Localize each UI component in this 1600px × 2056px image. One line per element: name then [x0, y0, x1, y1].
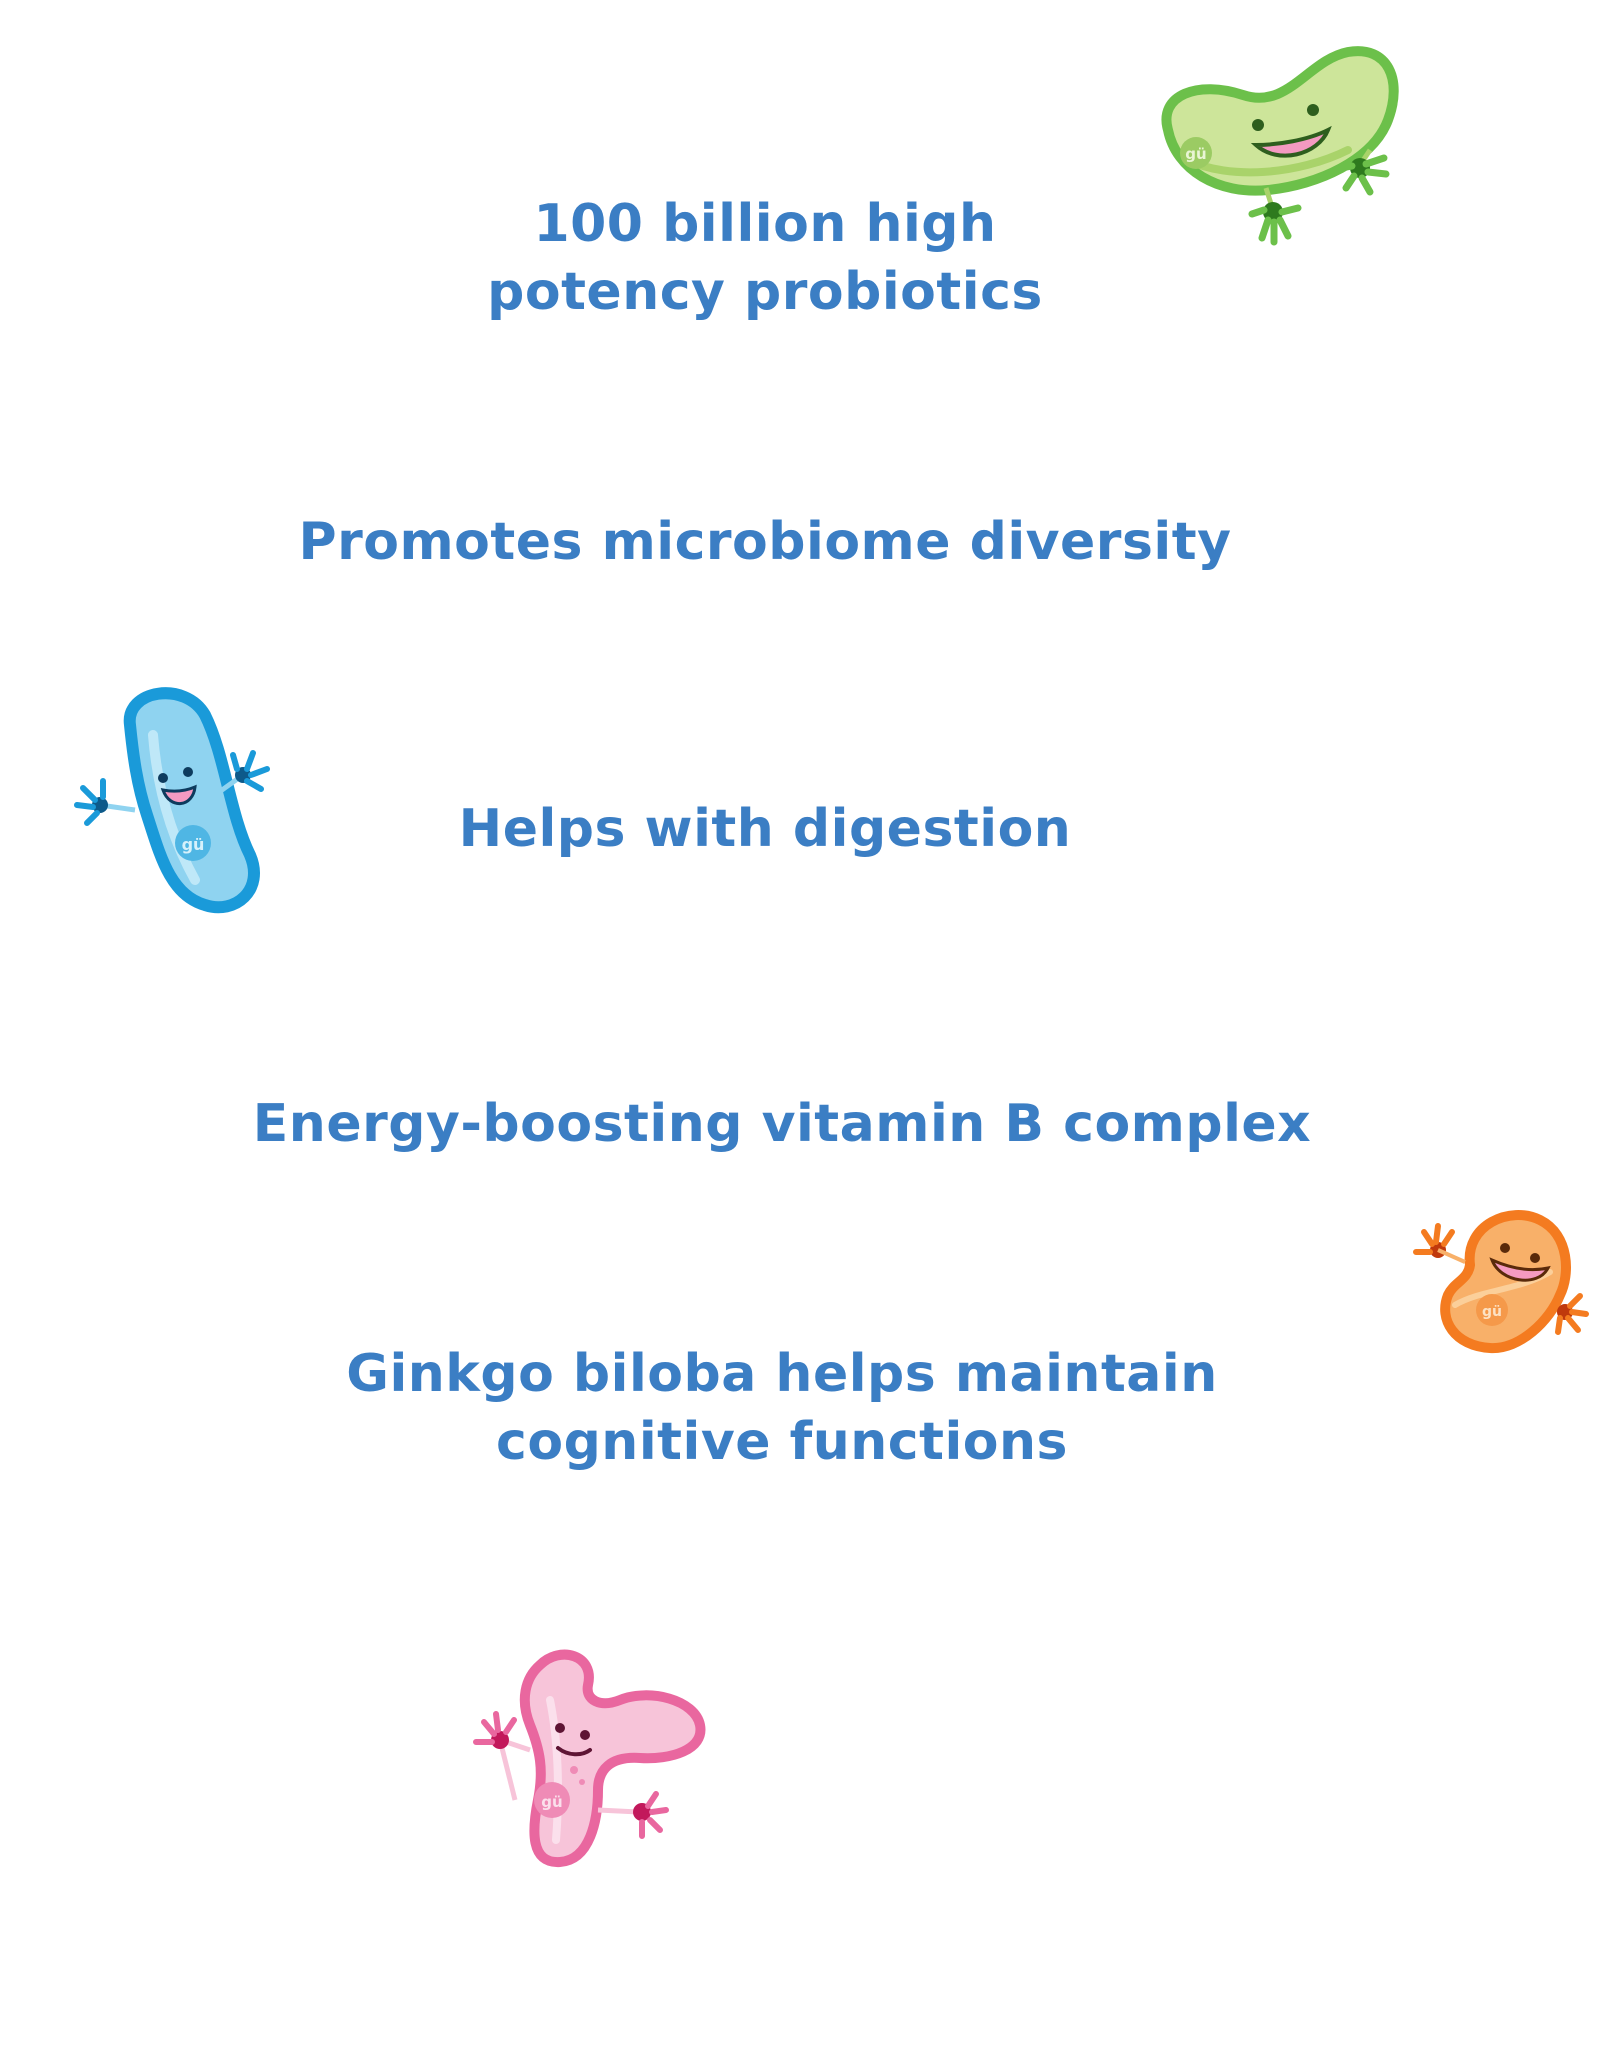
benefit-line: Helps with digestion — [458, 799, 1072, 859]
benefit-line: Ginkgo biloba helps maintain — [346, 1344, 1218, 1404]
benefit-line: potency probiotics — [487, 262, 1043, 322]
badge-text: gü — [1482, 1304, 1502, 1320]
benefit-line: cognitive functions — [496, 1412, 1068, 1472]
benefit-digestion: Helps with digestion — [0, 795, 1565, 863]
benefit-line: Energy-boosting vitamin B complex — [252, 1094, 1312, 1154]
benefit-line: Promotes microbiome diversity — [298, 512, 1232, 572]
orange-bacteria-icon: gü — [1410, 1200, 1595, 1365]
benefit-line: 100 billion high — [533, 194, 997, 254]
benefit-microbiome: Promotes microbiome diversity — [0, 508, 1565, 576]
blue-bacteria-icon: gü — [74, 675, 285, 925]
pink-bacteria-icon: gü — [470, 1640, 720, 1875]
benefit-ginkgo: Ginkgo biloba helps maintain cognitive f… — [0, 1340, 1582, 1476]
benefit-vitamin-b: Energy-boosting vitamin B complex — [0, 1090, 1582, 1158]
badge-text: gü — [1185, 145, 1206, 163]
badge-text: gü — [541, 1793, 562, 1811]
green-bacteria-icon: gü — [1148, 40, 1408, 250]
badge-text: gü — [182, 835, 205, 854]
benefit-probiotics: 100 billion high potency probiotics — [0, 190, 1565, 326]
